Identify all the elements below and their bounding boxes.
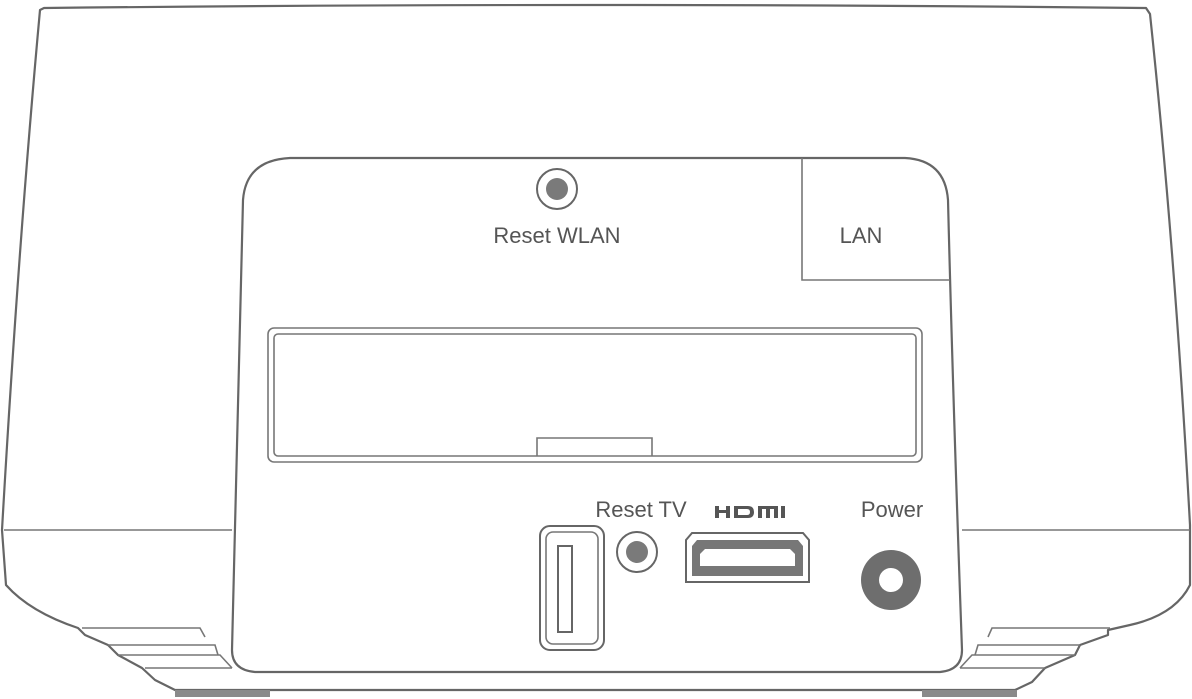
device-housing (0, 3, 1192, 692)
cover-slot (267, 327, 923, 463)
reset-wlan-button[interactable] (536, 168, 578, 210)
right-foot (922, 690, 1017, 697)
lan-compartment (801, 158, 950, 281)
power-jack[interactable] (861, 550, 921, 610)
hdmi-port[interactable] (685, 532, 810, 583)
lan-label: LAN (840, 223, 883, 248)
power-label: Power (861, 497, 923, 522)
hdmi-logo-icon (715, 506, 785, 518)
reset-tv-button[interactable] (616, 531, 658, 573)
reset-wlan-label: Reset WLAN (493, 223, 620, 248)
port-panel (230, 156, 964, 674)
usb-port[interactable] (539, 525, 605, 651)
reset-tv-label: Reset TV (595, 497, 687, 522)
left-foot (175, 690, 270, 697)
